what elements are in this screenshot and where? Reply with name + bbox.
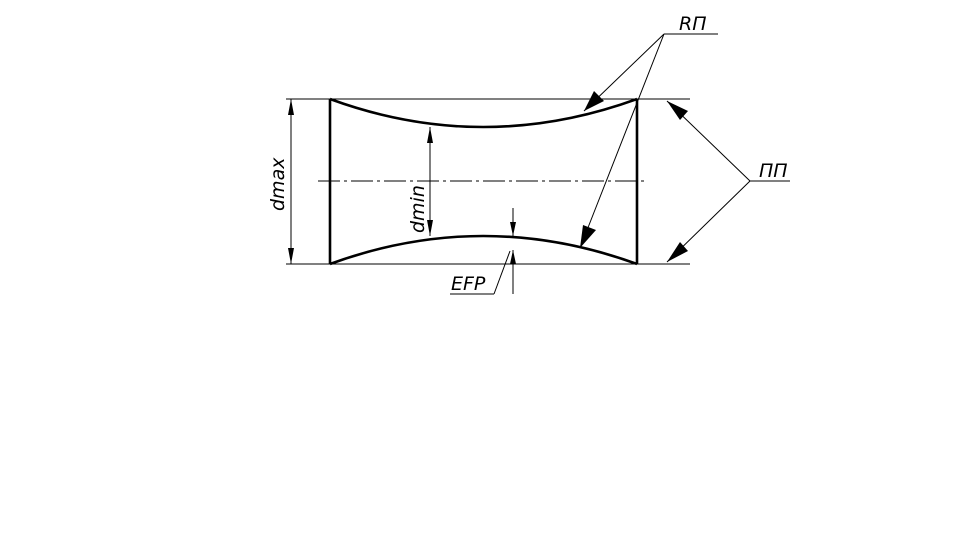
dmin-dimension: dmin bbox=[407, 127, 433, 236]
bottom-concave-profile bbox=[329, 234, 638, 266]
reference-lines bbox=[286, 98, 690, 265]
efp-label: EFP bbox=[451, 273, 486, 295]
rp-callout: RП bbox=[579, 13, 718, 249]
dmax-dimension: dmax bbox=[267, 99, 294, 264]
rp-arrow-upper bbox=[584, 91, 604, 111]
pp-callout: ПП bbox=[666, 100, 790, 263]
dmax-label: dmax bbox=[267, 157, 289, 211]
dmin-arrow-bottom bbox=[427, 220, 433, 236]
rp-arrow-lower bbox=[580, 225, 596, 248]
dmax-arrow-bottom bbox=[288, 248, 294, 264]
pp-label: ПП bbox=[759, 160, 788, 182]
efp-arrow-bottom bbox=[510, 250, 516, 264]
pp-arrow-lower bbox=[667, 242, 688, 262]
pp-arrow-upper bbox=[667, 101, 688, 120]
efp-leader bbox=[493, 250, 511, 295]
rp-label: RП bbox=[679, 13, 707, 35]
efp-callout: EFP bbox=[450, 208, 516, 295]
efp-arrow-top bbox=[510, 222, 516, 236]
rp-leader-lower bbox=[579, 33, 665, 249]
dmin-label: dmin bbox=[407, 185, 429, 233]
top-concave-profile bbox=[329, 97, 638, 129]
dmax-arrow-top bbox=[288, 99, 294, 115]
dmin-arrow-top bbox=[427, 127, 433, 143]
